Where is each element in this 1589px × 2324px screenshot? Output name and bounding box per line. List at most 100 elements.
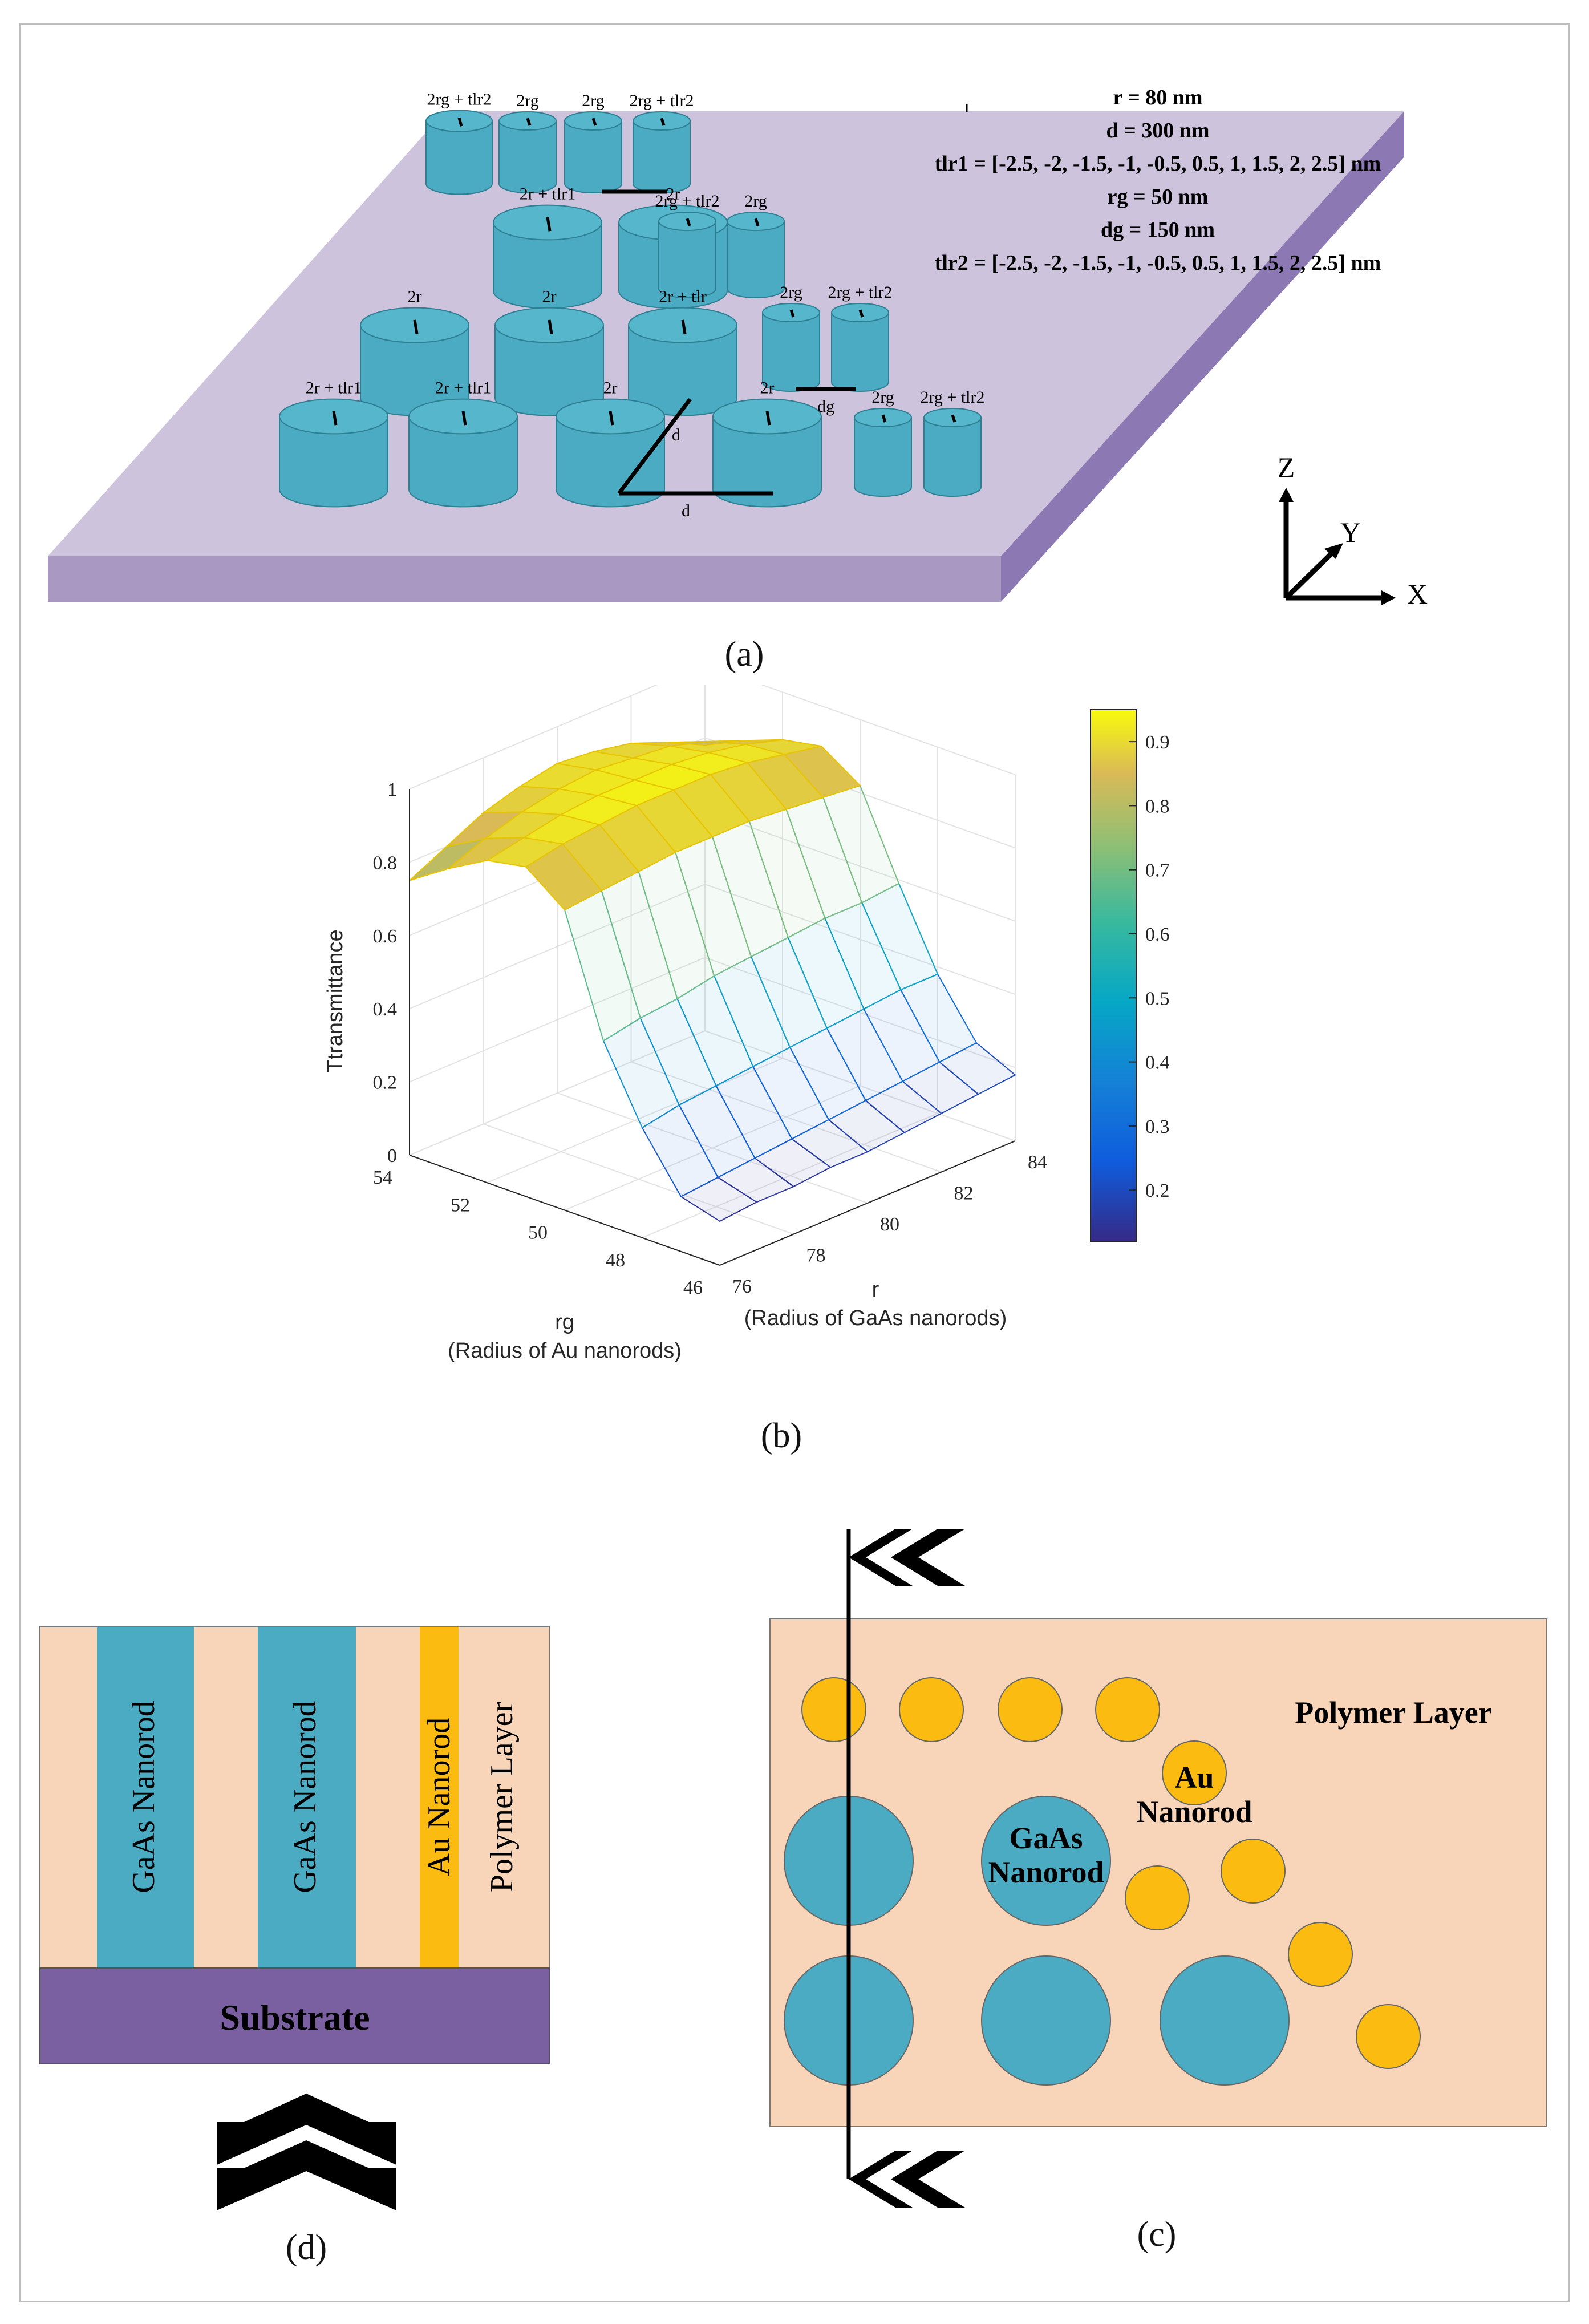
colorbar-tick-label: 0.3 bbox=[1145, 1116, 1170, 1137]
radius-marker bbox=[858, 309, 864, 318]
r-tick-label: 84 bbox=[1028, 1152, 1047, 1173]
r-tick-label: 76 bbox=[732, 1276, 752, 1297]
radius-marker bbox=[332, 411, 338, 426]
param-rg: rg = 50 nm bbox=[1108, 185, 1209, 209]
nanorod-cylinder bbox=[498, 111, 557, 193]
rg-gridline-floor bbox=[642, 1112, 938, 1238]
au-nanorod-circle bbox=[899, 1677, 964, 1742]
radius-marker bbox=[754, 218, 760, 226]
z-tick-label: 0.2 bbox=[373, 1072, 398, 1094]
nanorod-size-label: 2rg + tlr2 bbox=[427, 90, 491, 108]
nanorod-cylinder bbox=[493, 204, 602, 309]
rg-tick-label: 52 bbox=[451, 1195, 470, 1216]
panel-d-caption: (d) bbox=[285, 2228, 327, 2267]
rg-axis-label: rg bbox=[555, 1310, 574, 1334]
panel-b-caption: (b) bbox=[760, 1416, 802, 1455]
z-tick-label: 1 bbox=[387, 779, 397, 800]
substrate-front-face bbox=[48, 556, 1001, 602]
z-axis-label: Z bbox=[1278, 451, 1295, 483]
colorbar bbox=[1090, 709, 1137, 1242]
x-axis-label: X bbox=[1407, 578, 1428, 610]
nanorod-cylinder bbox=[408, 398, 518, 508]
chevron-up-icons bbox=[217, 2094, 396, 2210]
au-nanorod-label-2: Nanorod bbox=[1136, 1795, 1252, 1829]
nanorod-size-label: 2r bbox=[603, 379, 618, 398]
chevron-up-icon bbox=[217, 2140, 396, 2210]
au-nanorod-label-1: Au bbox=[1174, 1760, 1214, 1795]
nanorod-cylinder bbox=[556, 398, 665, 508]
colorbar-tick-label: 0.8 bbox=[1145, 796, 1170, 817]
nanorod-cylinder bbox=[425, 110, 493, 195]
nanorod-size-label: 2r + tlr1 bbox=[435, 379, 492, 398]
nanorod-cylinder bbox=[854, 408, 912, 497]
nanorod-body bbox=[854, 417, 912, 497]
gaas-nanorod-2-side bbox=[258, 1627, 356, 1968]
r-tick-label: 78 bbox=[806, 1245, 826, 1266]
z-tick-label: 0.8 bbox=[373, 852, 398, 873]
nanorod-size-label: 2rg bbox=[582, 91, 604, 110]
z-gridline bbox=[409, 685, 1016, 789]
nanorod-size-label: 2r + tlr bbox=[659, 288, 707, 306]
y-axis bbox=[1284, 551, 1334, 600]
nanorod-body bbox=[712, 416, 822, 508]
nanorod-body bbox=[564, 120, 622, 193]
r-axis-label: r bbox=[872, 1278, 879, 1302]
panel-a-3d-schematic: 2rg + tlr2 2rg 2rg 2rg + tlr2 2r + tlr1 2r 2rg… bbox=[48, 86, 1428, 610]
nanorod-cylinder bbox=[712, 398, 822, 508]
rg-tick-label: 50 bbox=[528, 1222, 548, 1244]
y-arrowhead bbox=[1324, 543, 1343, 559]
figure-frame bbox=[19, 23, 1570, 2302]
nanorod-cylinder bbox=[658, 212, 716, 298]
substrate-label: Substrate bbox=[220, 1997, 370, 2038]
param-d: d = 300 nm bbox=[1106, 119, 1209, 143]
nanorod-body bbox=[633, 120, 691, 193]
radius-marker bbox=[765, 411, 771, 426]
nanorod-body bbox=[279, 416, 388, 508]
radius-marker bbox=[526, 118, 532, 126]
chevron-left-icon bbox=[849, 1529, 913, 1586]
gaas-nanorod-1-side bbox=[97, 1627, 194, 1968]
radius-marker bbox=[548, 319, 553, 334]
panel-c-caption: (c) bbox=[1137, 2215, 1177, 2254]
rg-gridline-floor bbox=[487, 1058, 783, 1184]
x-arrowhead bbox=[1381, 590, 1396, 605]
gaas-nanorod-label-1: GaAs bbox=[1009, 1821, 1083, 1855]
au-nanorod-circle bbox=[1221, 1839, 1286, 1904]
nanorod-size-label: 2rg bbox=[744, 192, 767, 210]
z-axis-label: Ttransmittance bbox=[323, 929, 347, 1072]
nanorod-body bbox=[425, 120, 493, 195]
y-axis-label: Y bbox=[1340, 516, 1361, 548]
rg-gridline-floor bbox=[564, 1085, 861, 1211]
panel-c-top-view: Polymer Layer Au Nanorod GaAs Nanorod bbox=[769, 1529, 1547, 2208]
colorbar-tick-label: 0.5 bbox=[1145, 988, 1170, 1009]
polymer-layer-label: Polymer Layer bbox=[484, 1701, 520, 1892]
au-nanorod-circle bbox=[1125, 1865, 1190, 1930]
radius-marker bbox=[609, 411, 614, 426]
rg-tick-label: 54 bbox=[373, 1167, 392, 1188]
nanorod-cylinder bbox=[628, 307, 737, 416]
nanorod-body bbox=[727, 221, 785, 298]
au-nanorod-label: Au Nanorod bbox=[421, 1718, 457, 1876]
nanorod-size-label: 2r bbox=[408, 288, 422, 306]
nanorod-size-label: 2rg bbox=[871, 388, 894, 407]
colorbar-tick-label: 0.9 bbox=[1145, 732, 1170, 753]
z-tick-label: 0.6 bbox=[373, 926, 398, 947]
parameter-list: r = 80 nm d = 300 nm tlr1 = [-2.5, -2, -… bbox=[935, 86, 1381, 275]
rg-tick-label: 48 bbox=[606, 1250, 625, 1271]
d-label-horizontal: d bbox=[682, 501, 690, 520]
gaas-nanorod-circle bbox=[1160, 1955, 1290, 2086]
nanorod-cylinder bbox=[727, 212, 785, 298]
chevron-up-icon bbox=[217, 2094, 396, 2165]
substrate-side bbox=[39, 1967, 550, 2064]
colorbar-tick-label: 0.2 bbox=[1145, 1180, 1170, 1201]
d-marker-diagonal bbox=[617, 398, 692, 495]
au-nanorod-circle bbox=[1162, 1740, 1227, 1805]
rg-tick-label: 46 bbox=[683, 1277, 703, 1298]
r-axis-sublabel: (Radius of GaAs nanorods) bbox=[744, 1306, 1007, 1330]
nanorod-group bbox=[279, 110, 982, 508]
nanorod-size-label: 2rg + tlr2 bbox=[629, 91, 694, 110]
polymer-layer-label: Polymer Layer bbox=[1295, 1695, 1491, 1730]
rg-axis-line bbox=[409, 1155, 720, 1266]
nanorod-size-label: 2rg + tlr2 bbox=[920, 388, 984, 407]
